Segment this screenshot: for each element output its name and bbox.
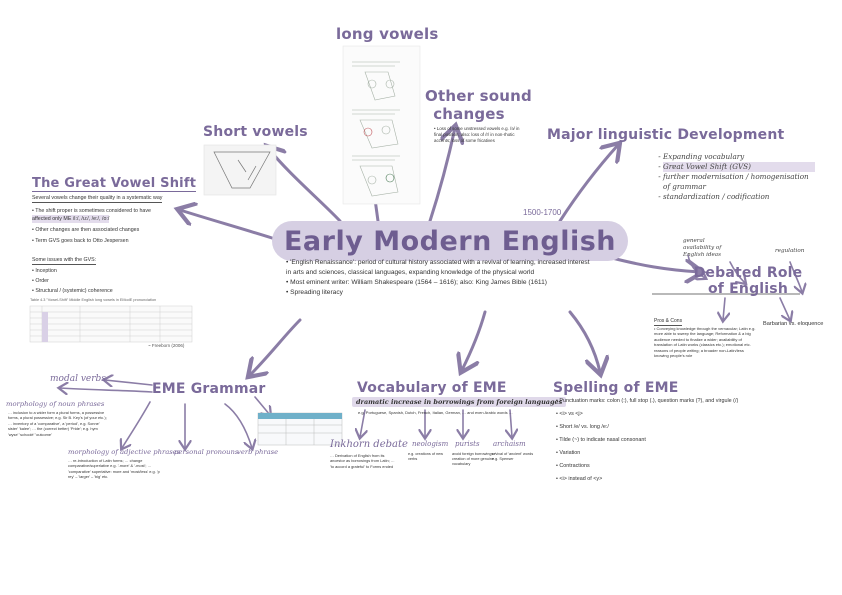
debated-note-1: general availability of English ideas xyxy=(683,238,722,258)
adjective-phrases-text: … re-introduction of Latin forms; … chan… xyxy=(68,458,160,480)
spelling-title: Spelling of EME xyxy=(553,380,679,396)
major-title: Major linguistic Development xyxy=(547,127,785,143)
purists-title: purists xyxy=(455,440,480,448)
spelling-item: • Variation xyxy=(556,450,581,456)
gvs-issue: • Structural / (systemic) coherence xyxy=(32,288,113,294)
noun-phrases-head: morphology of noun phrases xyxy=(6,400,105,408)
dates-label: 1500-1700 xyxy=(523,208,562,217)
personal-pronouns: personal pronouns xyxy=(174,448,239,456)
gvs-line: • Other changes are then associated chan… xyxy=(32,227,140,233)
other-sound-title-2: changes xyxy=(433,105,505,123)
debated-title-1: Debated Role xyxy=(693,265,803,281)
other-sound-title-1: Other sound xyxy=(425,87,532,105)
gvs-issues: Some issues with the GVS: • Inception • … xyxy=(32,256,182,295)
gvs-line: • Term GVS goes back to Otto Jespersen xyxy=(32,238,129,244)
vocabulary-title: Vocabulary of EME xyxy=(357,380,507,396)
verb-phrase: verb phrase xyxy=(237,448,279,456)
debated-pros-cons: Pros & Cons • Conveying knowledge throug… xyxy=(654,318,756,359)
inkhorn-title: Inkhorn debate xyxy=(330,439,408,450)
gvs-table-note: ~ Freeborn (2006) xyxy=(148,343,185,348)
intro-literacy: • Spreading literacy xyxy=(286,289,343,296)
gvs-table-caption: Table 4.3 "Vowel-Shift" Middle English l… xyxy=(30,298,157,302)
purists-text: avoid foreign borrowings / creation of m… xyxy=(452,452,496,467)
gvs-table xyxy=(29,305,193,343)
spelling-item: • Punctuation marks: colon (:), full sto… xyxy=(556,398,739,404)
arrow-gvs xyxy=(180,210,274,240)
gvs-notes: Several vowels change their quality in a… xyxy=(32,194,207,245)
gvs-line: Several vowels change their quality in a… xyxy=(32,195,163,203)
spelling-item: • <i> vs <j> xyxy=(556,411,583,417)
spelling-item: • Contractions xyxy=(556,463,590,469)
major-list: Expanding vocabulary Great Vowel Shift (… xyxy=(655,152,815,202)
vocabulary-banner: dramatic increase in borrowings from for… xyxy=(352,397,567,407)
intro-writer: • Most eminent writer: William Shakespea… xyxy=(286,279,547,286)
central-title: Early Modern English xyxy=(283,225,617,257)
arrow-grammar xyxy=(250,318,302,375)
central-topic: Early Modern English xyxy=(272,221,628,261)
major-item: further modernisation / homogenisation o… xyxy=(663,172,815,192)
debated-note-2: regulation xyxy=(775,248,805,254)
gvs-issue: • Order xyxy=(32,278,49,284)
spelling-list: • Punctuation marks: colon (:), full sto… xyxy=(556,398,786,483)
pros-cons-head: Pros & Cons xyxy=(654,318,683,326)
other-sound-text: • Loss of some unstressed vowels e.g. /ə… xyxy=(434,126,520,143)
gvs-line: • The shift proper is sometimes consider… xyxy=(32,208,151,214)
gvs-line: affected only ME /i:/, /u:/, /e:/, /o:/ xyxy=(32,215,110,223)
arrow-spelling xyxy=(568,310,600,372)
arrow-other-sound xyxy=(428,128,455,223)
major-item: Great Vowel Shift (GVS) xyxy=(663,162,815,172)
pros-cons-text: • Conveying knowledge through the vernac… xyxy=(654,325,756,359)
debated-title: Debated Role of English xyxy=(693,265,803,297)
grammar-table xyxy=(257,412,343,446)
archaism-title: archaism xyxy=(493,440,526,448)
barbarian-label: Barbarian vs. eloquence xyxy=(763,321,824,327)
modal-verbs: modal verbs xyxy=(50,374,106,384)
arrow-short-vowels xyxy=(268,148,342,223)
spelling-item: • <i> instead of <y> xyxy=(556,476,603,482)
archaism-text: revival of 'ancient' words e.g. Spenser xyxy=(492,452,534,462)
long-vowels-diagrams xyxy=(342,45,421,205)
long-vowels-title: long vowels xyxy=(336,25,439,43)
vocabulary-line: e.g. Portuguese, Spanish, Dutch, French,… xyxy=(358,410,513,415)
major-item: standardization / codification xyxy=(663,192,815,202)
intro-notes: • 'English Renaissance': period of cultu… xyxy=(286,258,596,298)
arrow-major xyxy=(558,145,618,223)
adjective-phrases-head: morphology of adjective phrases xyxy=(68,448,181,456)
spelling-item: • Tilde (~) to indicate nasal consonant xyxy=(556,437,646,443)
intro-renaissance: • 'English Renaissance': period of cultu… xyxy=(286,259,590,276)
neologism-title: neologism xyxy=(412,440,449,448)
grammar-title: EME Grammar xyxy=(152,381,266,397)
other-sound-title: Other sound changes xyxy=(425,87,532,123)
inkhorn-text: … Derivation of English from its ancesto… xyxy=(330,453,395,469)
neologism-text: e.g. creations of new verbs xyxy=(408,452,444,462)
debated-title-2: of English xyxy=(707,281,789,297)
short-vowels-title: Short vowels xyxy=(203,124,308,140)
spelling-item: • Short /e/ vs. long /e:/ xyxy=(556,424,609,430)
gvs-issues-head: Some issues with the GVS: xyxy=(32,257,97,265)
gvs-issue: • Inception xyxy=(32,268,57,274)
gvs-title: The Great Vowel Shift xyxy=(32,176,197,192)
short-vowels-diagram xyxy=(203,144,277,196)
major-item: Expanding vocabulary xyxy=(663,152,815,162)
arrow-debated xyxy=(610,256,700,272)
noun-phrases-text: … inclusion to a wider form a plural for… xyxy=(8,410,107,437)
arrow-vocab xyxy=(462,310,487,370)
